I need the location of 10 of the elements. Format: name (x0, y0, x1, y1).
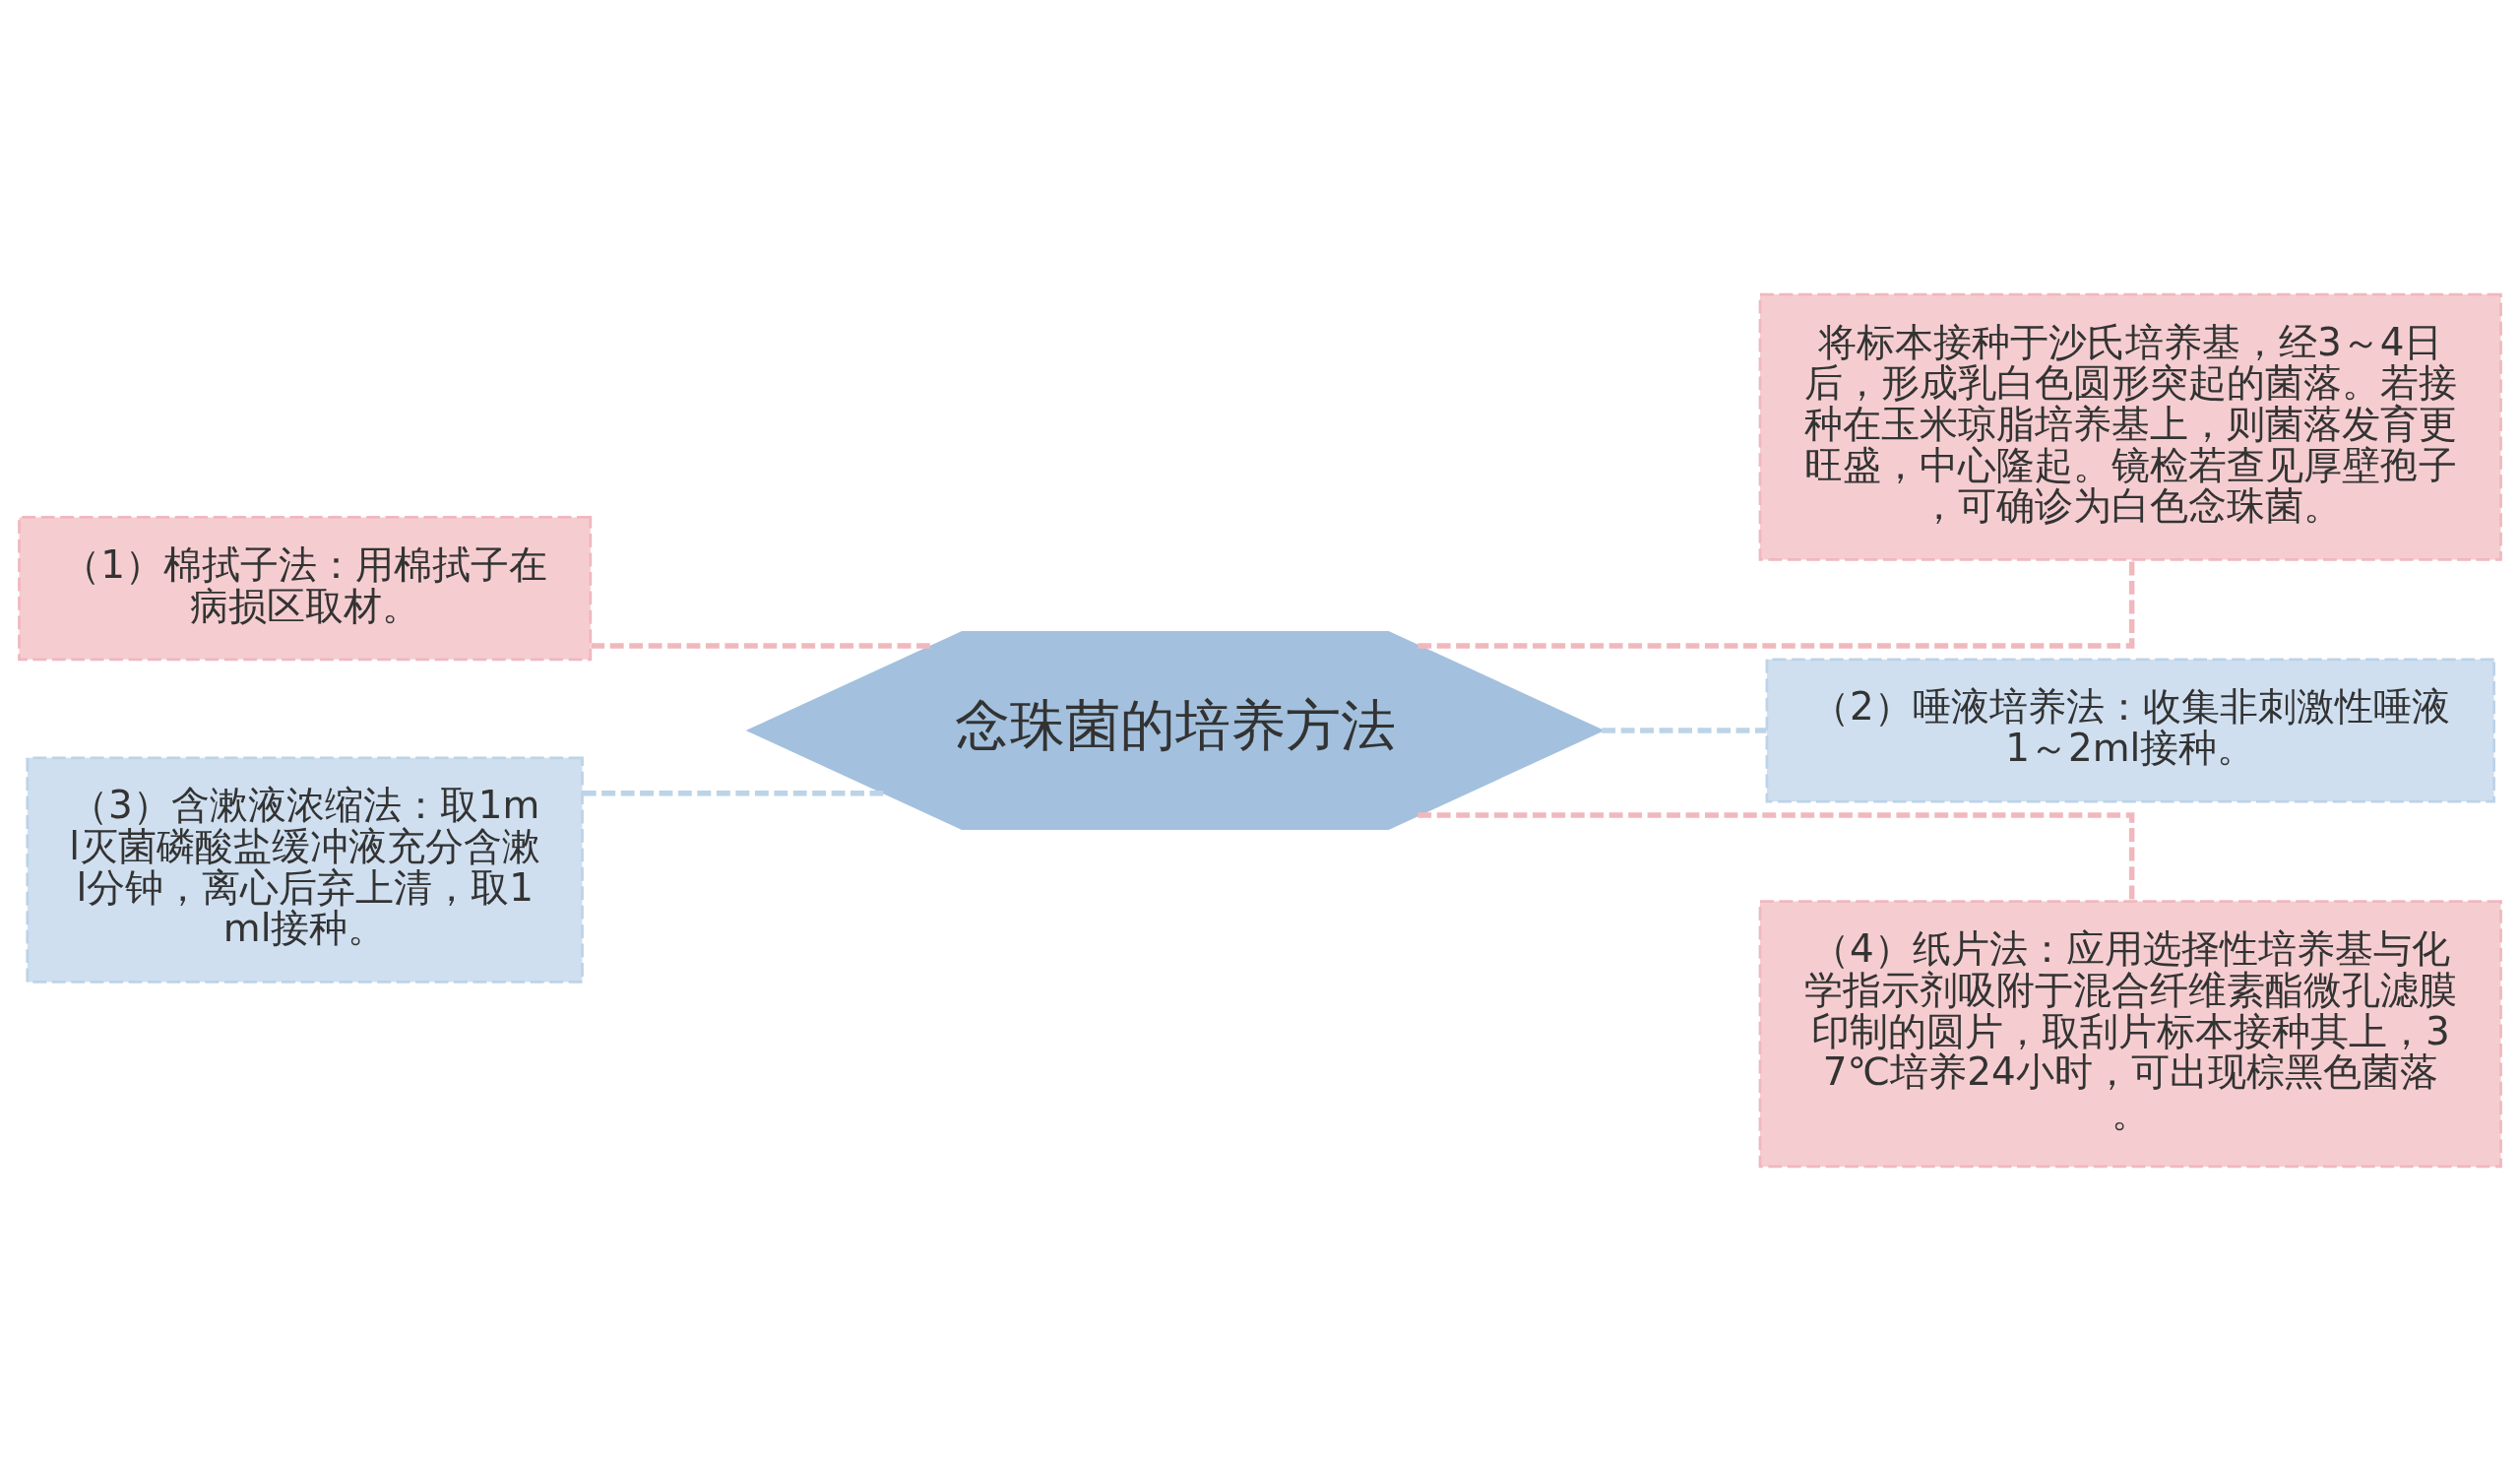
connector (1418, 811, 2135, 901)
connector (1418, 559, 2135, 649)
node-box: （4）纸片法：应用选择性培养基与化学指示剂吸附于混合纤维素酯微孔滤膜印制的圆片，取刮片标本接种其上，37℃培养24小时，可出现棕黑色菌落。 (1758, 899, 2502, 1168)
node-box: （2）唾液培养法：收集非刺激性唾液1～2ml接种。 (1765, 657, 2495, 803)
connector (591, 642, 933, 649)
node-box: （1）棉拭子法：用棉拭子在病损区取材。 (18, 515, 593, 661)
connector (582, 790, 886, 796)
node-box: （3）含漱液浓缩法：取1ml灭菌磷酸盐缓冲液充分含漱l分钟，离心后弃上清，取1ml接种。 (26, 755, 584, 984)
connector (1602, 727, 1767, 733)
node-box: 将标本接种于沙氏培养基，经3～4日后，形成乳白色圆形突起的菌落。若接种在玉米琼脂培养基上，则菌落发育更旺盛，中心隆起。镜检若查见厚壁孢子，可确诊为白色念珠菌。 (1758, 292, 2502, 561)
